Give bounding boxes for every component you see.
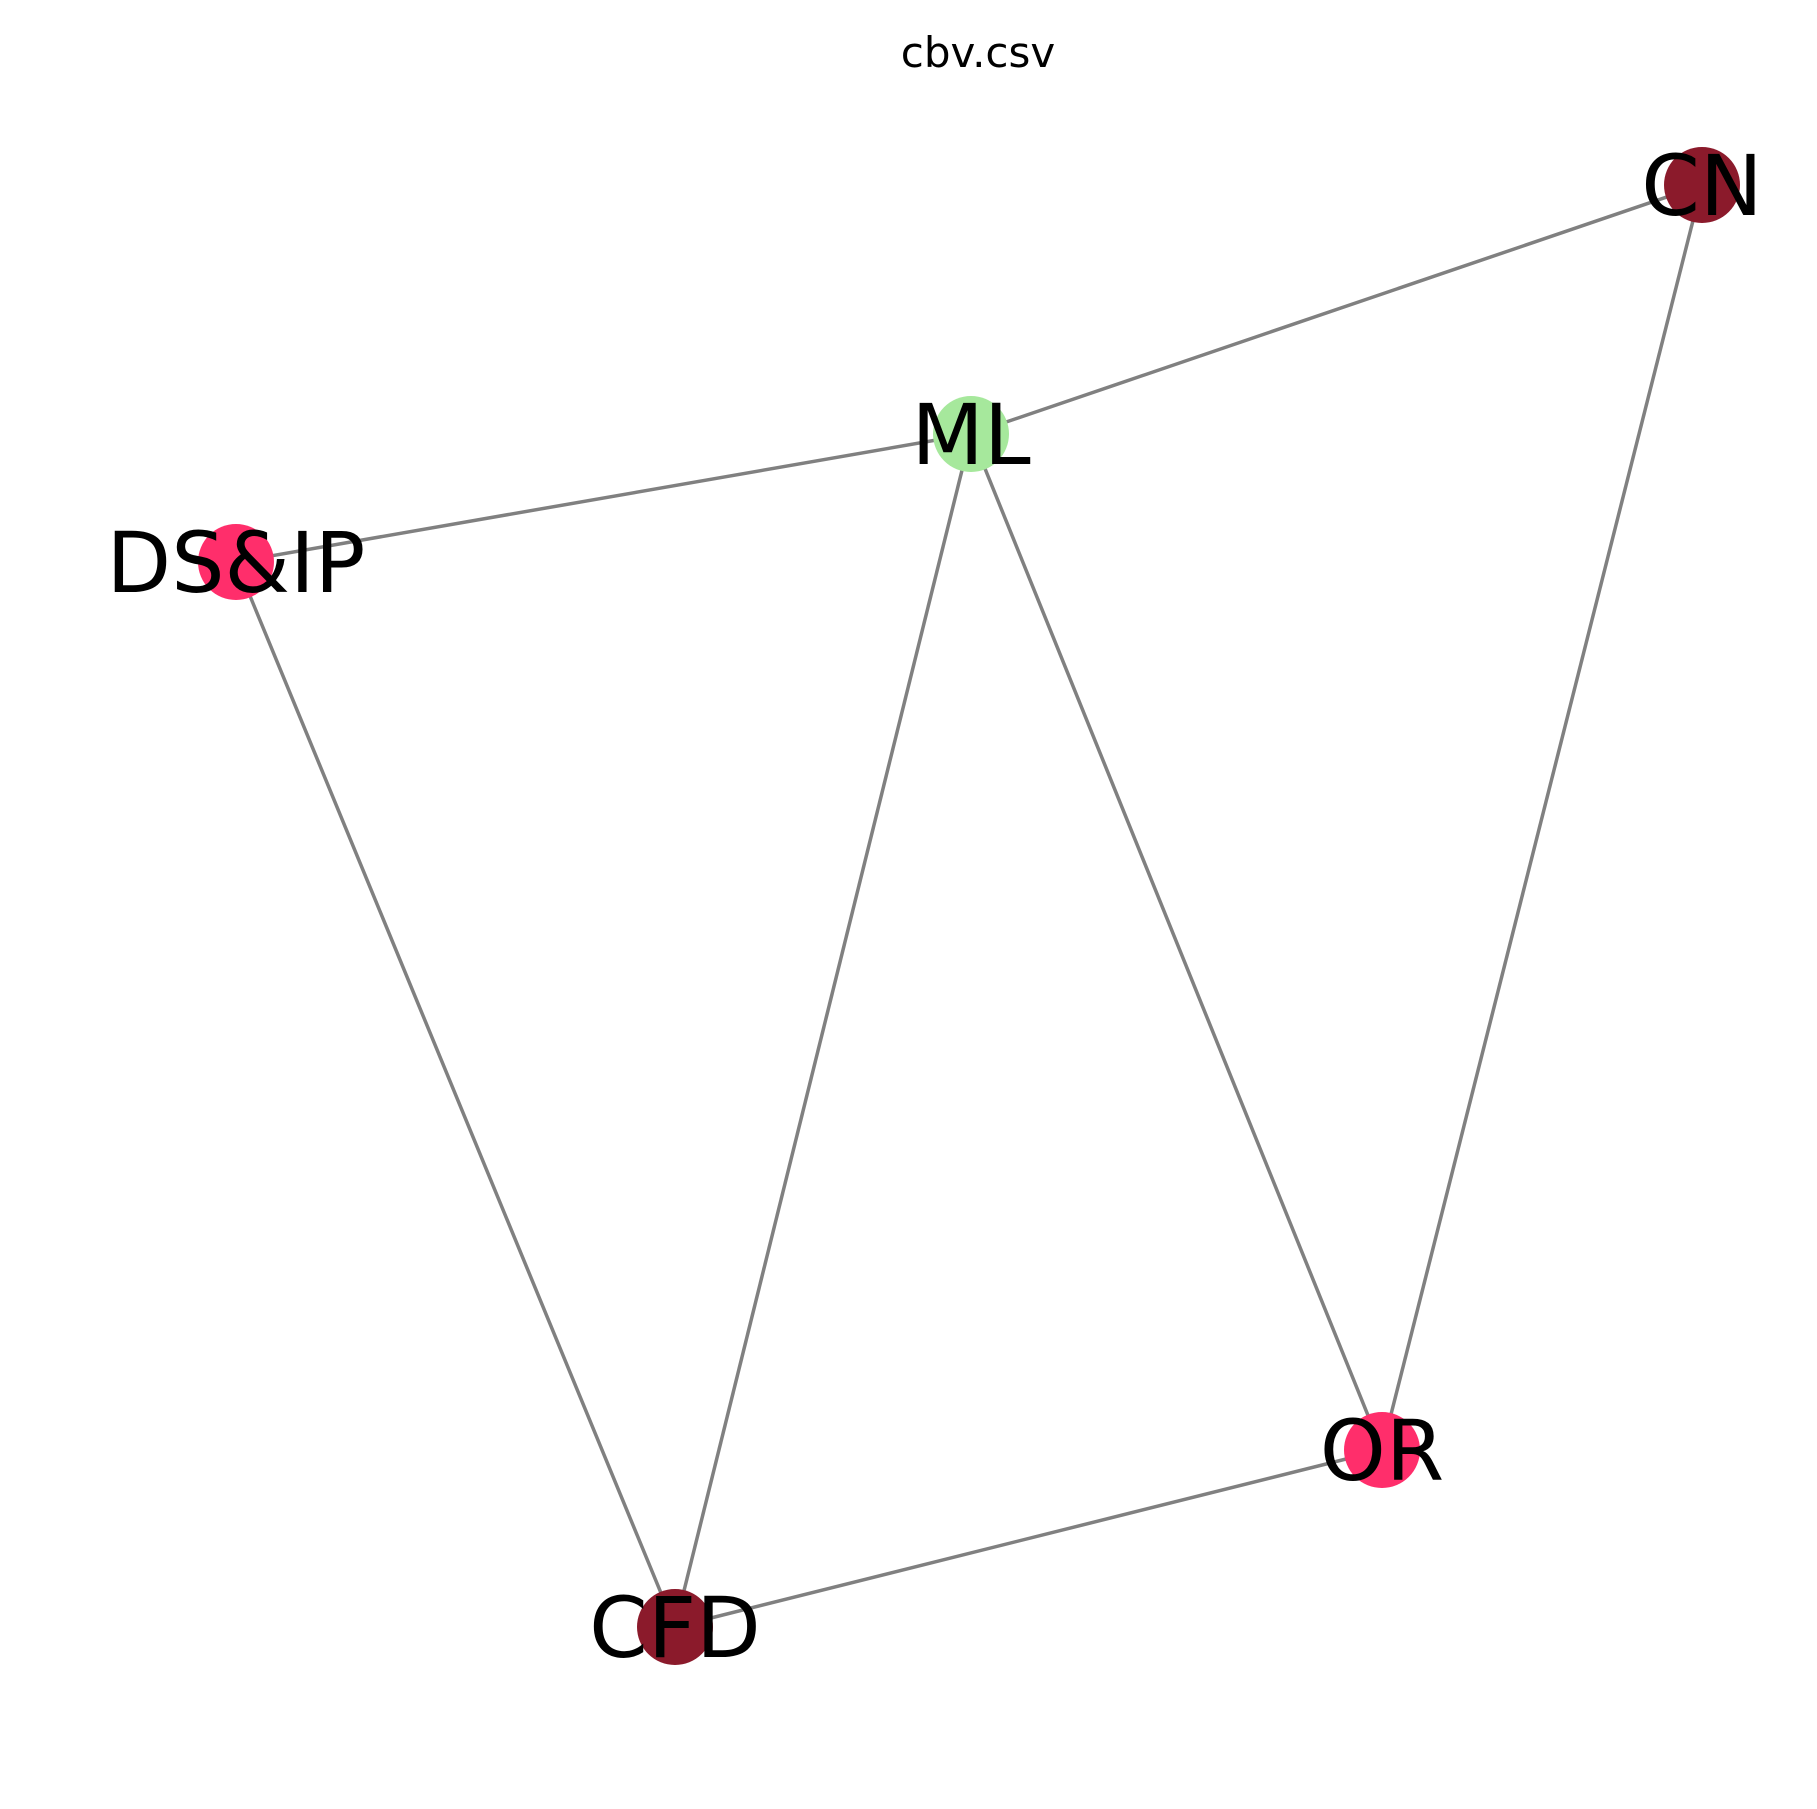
edge-ml-ds-ip	[235, 432, 972, 564]
edge-ml-cfd	[673, 433, 973, 1628]
edge-ds-ip-cfd	[234, 561, 677, 1628]
node-or	[1344, 1412, 1420, 1488]
node-cn	[1664, 147, 1740, 223]
edge-ml-cn	[970, 183, 1703, 436]
node-label-cfd: CFD	[589, 1579, 761, 1677]
edge-cn-or	[1380, 184, 1704, 1451]
edges-layer	[234, 183, 1704, 1629]
edge-ml-or	[969, 433, 1384, 1451]
edge-cfd-or	[674, 1448, 1383, 1629]
graph-title: cbv.csv	[901, 28, 1056, 77]
node-ds-ip	[198, 524, 274, 600]
node-label-ds-ip: DS&IP	[107, 514, 366, 612]
nodes-layer	[198, 147, 1740, 1665]
node-ml	[933, 396, 1009, 472]
node-cfd	[637, 1589, 713, 1665]
node-label-cn: CN	[1641, 137, 1763, 235]
node-label-or: OR	[1320, 1402, 1444, 1500]
labels-layer: CN ML DS&IP OR CFD	[107, 137, 1763, 1677]
node-label-ml: ML	[911, 386, 1030, 484]
